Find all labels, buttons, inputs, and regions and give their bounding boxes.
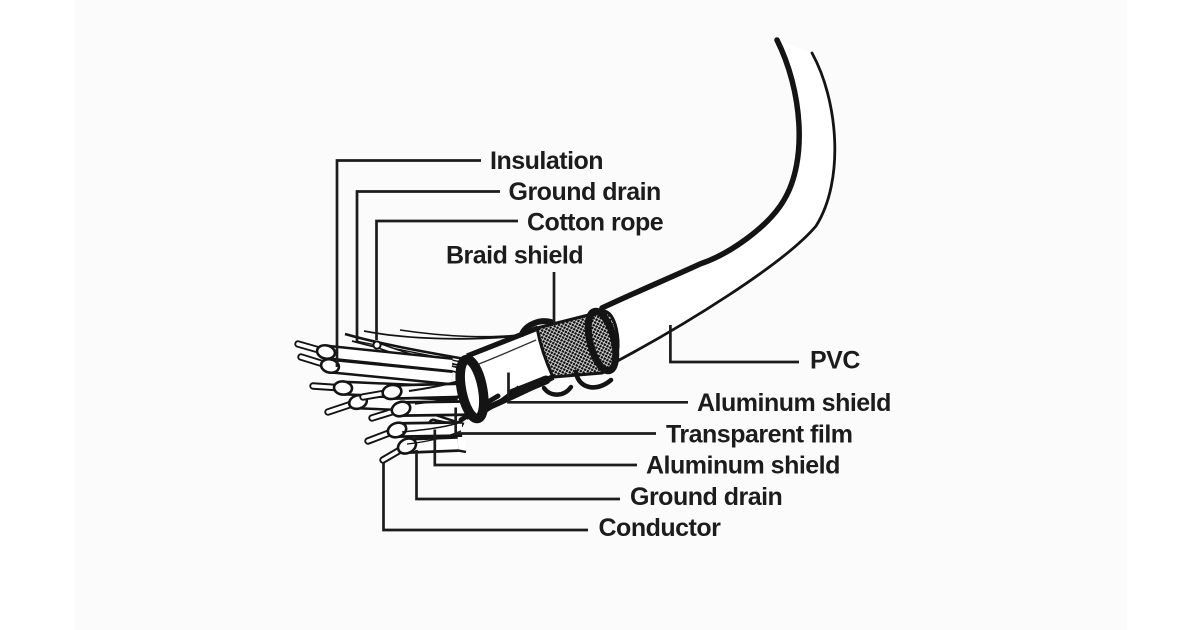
svg-text:Cotton rope: Cotton rope <box>527 209 664 237</box>
svg-text:Ground drain: Ground drain <box>509 178 661 206</box>
svg-text:Braid shield: Braid shield <box>446 242 583 270</box>
svg-text:Aluminum shield: Aluminum shield <box>646 452 840 480</box>
svg-text:Insulation: Insulation <box>490 147 603 175</box>
svg-text:Transparent film: Transparent film <box>666 421 853 449</box>
svg-text:Ground drain: Ground drain <box>630 483 782 511</box>
svg-text:PVC: PVC <box>810 347 860 375</box>
svg-text:Conductor: Conductor <box>599 514 722 542</box>
svg-text:Aluminum shield: Aluminum shield <box>697 389 891 417</box>
